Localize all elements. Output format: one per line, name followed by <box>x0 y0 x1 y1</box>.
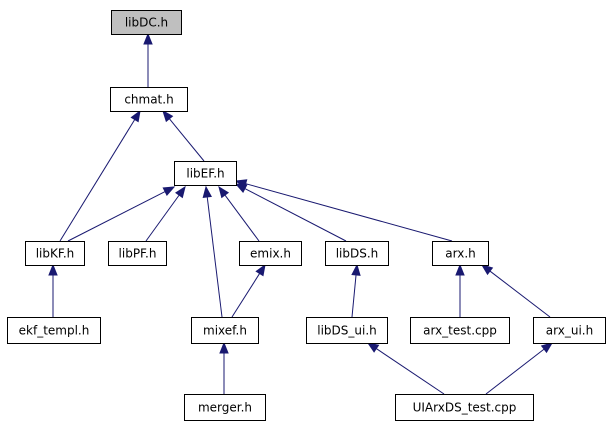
node-box <box>7 317 101 344</box>
arrowhead-icon <box>175 185 186 199</box>
edge-line <box>206 196 223 318</box>
node-box <box>410 317 510 344</box>
node-layer: libDC.h chmat.h libEF.h libKF.h libPF.h emix.… <box>7 10 606 421</box>
edge-chmat-to-libDC <box>143 32 153 87</box>
edge-line <box>224 194 260 242</box>
node-label: libDS.h <box>336 247 379 261</box>
node-box <box>395 394 534 421</box>
edge-line <box>244 188 347 242</box>
edge-ekf_templ-to-libKF <box>48 263 58 317</box>
node-label: emix.h <box>250 247 291 261</box>
node-arx-test[interactable]: arx_test.cpp <box>410 317 510 344</box>
node-arx[interactable]: arx.h <box>432 241 489 266</box>
node-emix[interactable]: emix.h <box>239 241 302 266</box>
arrowhead-icon <box>143 32 153 45</box>
edge-merger-to-mixef <box>219 341 229 394</box>
edge-line <box>59 119 136 242</box>
node-uiarxds-test[interactable]: UIArxDS_test.cpp <box>395 394 534 421</box>
node-label: merger.h <box>198 401 252 415</box>
node-arx-ui[interactable]: arx_ui.h <box>533 317 606 344</box>
edge-layer <box>48 32 554 395</box>
arrowhead-icon <box>540 342 554 354</box>
edge-UIArxDS_test-to-arx_ui <box>485 342 554 395</box>
edge-libKF-to-libEF <box>67 186 176 242</box>
node-label: arx_test.cpp <box>423 324 497 338</box>
arrowhead-icon <box>366 342 380 353</box>
arrowhead-icon <box>202 185 212 199</box>
arrowhead-icon <box>234 179 248 189</box>
node-box <box>25 241 85 266</box>
node-box <box>533 317 606 344</box>
node-libpf[interactable]: libPF.h <box>108 241 167 266</box>
arrowhead-icon <box>351 263 361 276</box>
edge-libPF-to-libEF <box>145 185 186 242</box>
node-box <box>306 317 388 344</box>
node-box <box>191 317 259 344</box>
edge-line <box>145 194 180 242</box>
node-label: arx.h <box>445 247 476 261</box>
edge-line <box>485 348 545 395</box>
edge-arx_ui-to-arx <box>480 264 551 318</box>
arrowhead-icon <box>255 263 266 277</box>
edge-line <box>245 183 453 242</box>
node-box <box>174 161 237 186</box>
node-label: mixef.h <box>203 324 247 338</box>
node-box <box>108 241 167 266</box>
arrowhead-icon <box>48 263 58 276</box>
edge-libKF-to-chmat <box>59 109 141 242</box>
edge-emix-to-libEF <box>218 185 260 242</box>
node-box <box>110 87 188 112</box>
node-label: libDS_ui.h <box>317 324 377 338</box>
edge-mixef-to-emix <box>231 263 266 318</box>
edge-arx_test-to-arx <box>455 263 465 317</box>
node-libdc[interactable]: libDC.h <box>111 10 182 35</box>
arrowhead-icon <box>455 263 465 276</box>
edge-libEF-to-chmat <box>162 109 205 162</box>
node-ekf-templ[interactable]: ekf_templ.h <box>7 317 101 344</box>
edge-arx-to-libEF <box>234 179 453 242</box>
node-label: libKF.h <box>36 247 75 261</box>
edge-line <box>67 191 166 242</box>
arrowhead-icon <box>162 109 174 123</box>
edge-libDS_ui-to-libDS <box>351 263 361 318</box>
arrowhead-icon <box>219 341 229 354</box>
arrowhead-icon <box>480 264 494 276</box>
node-box <box>432 241 489 266</box>
node-box <box>111 10 182 35</box>
edge-line <box>376 348 445 395</box>
arrowhead-icon <box>130 109 141 123</box>
node-libkf[interactable]: libKF.h <box>25 241 85 266</box>
arrowhead-icon <box>218 185 230 199</box>
edge-line <box>231 273 261 318</box>
node-box <box>325 241 389 266</box>
node-box <box>184 394 266 421</box>
node-libds[interactable]: libDS.h <box>325 241 389 266</box>
node-chmat[interactable]: chmat.h <box>110 87 188 112</box>
node-mixef[interactable]: mixef.h <box>191 317 259 344</box>
edge-mixef-to-libEF <box>202 185 223 318</box>
edge-line <box>489 270 551 318</box>
node-label: ekf_templ.h <box>19 324 90 338</box>
edge-line <box>168 118 205 162</box>
node-merger[interactable]: merger.h <box>184 394 266 421</box>
node-label: UIArxDS_test.cpp <box>413 401 517 415</box>
node-box <box>239 241 302 266</box>
node-label: chmat.h <box>124 93 173 107</box>
node-label: arx_ui.h <box>546 324 593 338</box>
edge-UIArxDS_test-to-libDS_ui <box>366 342 445 395</box>
node-label: libDC.h <box>125 16 168 30</box>
node-label: libEF.h <box>186 167 224 181</box>
node-libef[interactable]: libEF.h <box>174 161 237 186</box>
arrowhead-icon <box>162 186 176 196</box>
node-libds-ui[interactable]: libDS_ui.h <box>306 317 388 344</box>
node-label: libPF.h <box>119 247 157 261</box>
edge-line <box>351 274 357 318</box>
